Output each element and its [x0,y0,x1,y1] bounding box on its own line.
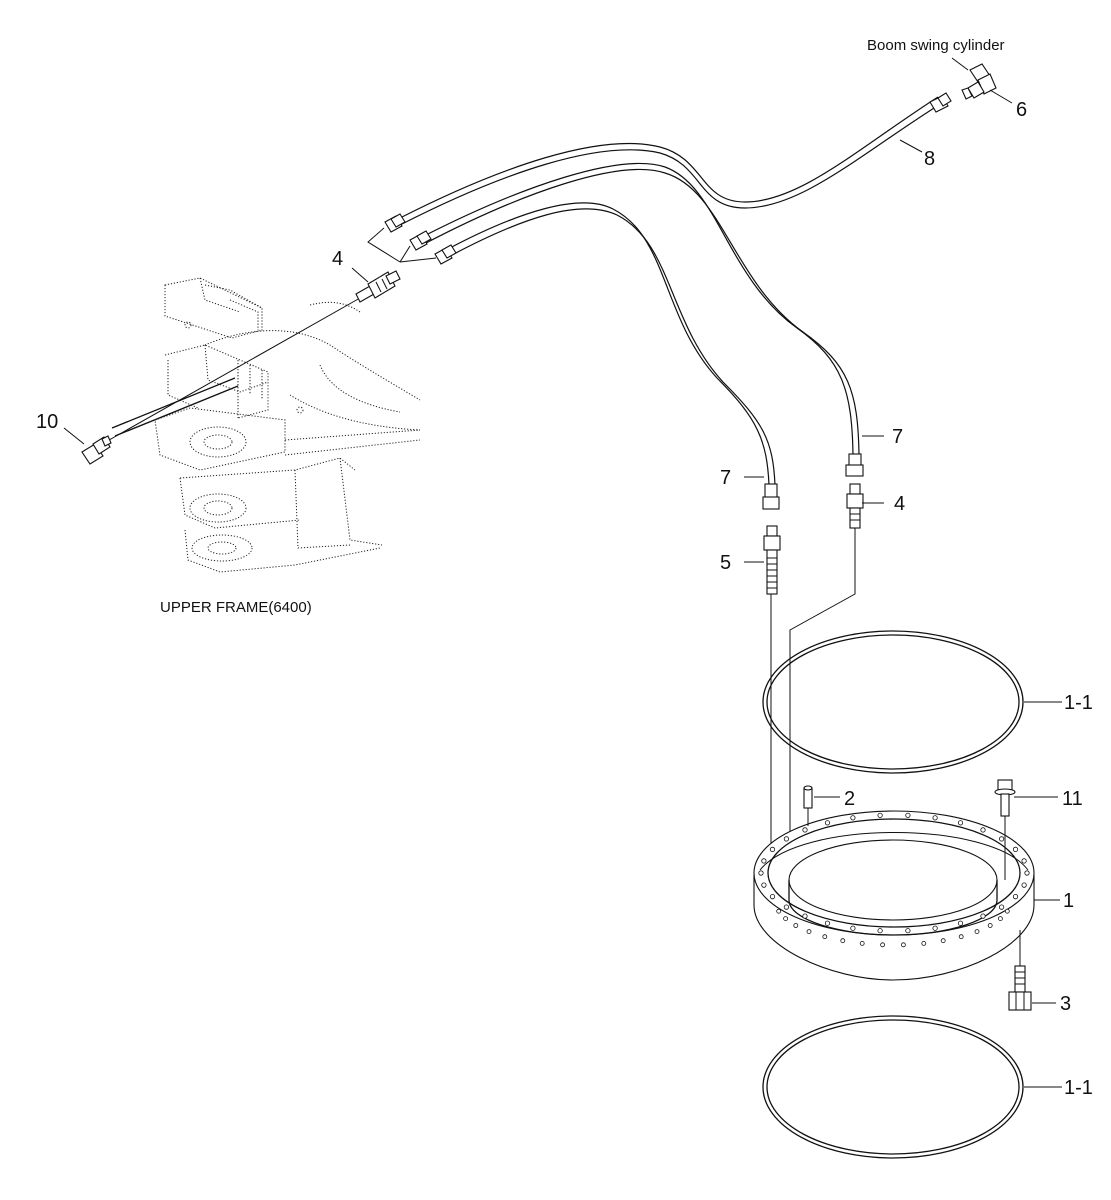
callout-6: 6 [1016,99,1027,121]
bolt-hole [802,827,808,833]
o-ring-top [762,630,1024,774]
bolt-hole [802,913,808,919]
callout-8: 8 [924,148,935,170]
swing-bearing [753,810,1035,981]
bolt-hole [859,941,865,946]
bolt-hole [958,934,964,940]
o-ring-bottom [762,1015,1024,1159]
upper-frame-label: UPPER FRAME(6400) [160,599,312,616]
adapter-fitting-4-right [846,483,864,529]
callout-7-right: 7 [892,426,903,448]
hose-8-end-fitting [929,92,952,113]
bolt-11 [994,779,1016,880]
bolt-hole [776,908,782,914]
bolt-hole [940,938,946,944]
bolt-hole [761,882,767,888]
leader-lines [63,57,1062,1088]
boom-swing-cylinder-label: Boom swing cylinder [867,37,1005,54]
upper-frame-drawing [154,277,421,573]
callout-1-1-bottom: 1-1 [1064,1077,1093,1099]
callout-2: 2 [844,788,855,810]
plug-10 [81,435,112,465]
callout-4-right: 4 [894,493,905,515]
callout-4-left: 4 [332,248,343,270]
callout-1-1-top: 1-1 [1064,692,1093,714]
callout-7-left: 7 [720,467,731,489]
adapter-fitting-5 [763,525,781,595]
bolt-hole [905,928,911,934]
bolt-hole [850,815,856,821]
callout-11: 11 [1062,788,1083,810]
bolt-3 [1008,930,1032,1011]
hose-7-left-fitting [762,483,780,510]
bolt-hole [974,929,980,934]
callout-1: 1 [1063,890,1074,912]
bolt-hole [880,942,885,948]
hose-7-right [421,162,860,456]
elbow-fitting-6 [961,63,997,100]
bolt-hole [806,929,812,934]
bolt-hole [932,815,938,821]
bolt-hole [850,925,856,931]
bolt-hole [957,920,964,926]
bolt-hole [921,941,927,946]
bolt-hole [1021,858,1027,864]
bolt-hole [824,920,831,926]
hose-7-left [447,202,776,486]
callout-3: 3 [1060,993,1071,1015]
bolt-hole [998,904,1005,910]
bolt-hole [980,827,986,833]
bolt-hole [1024,870,1030,876]
bolt-hole [901,942,906,948]
bolt-hole [783,836,790,842]
bolt-hole [980,913,986,919]
adapter-fitting-4-left [355,270,401,303]
bolt-hole [783,904,790,910]
bolt-hole [877,928,883,934]
bolt-hole [1021,882,1027,888]
bolt-hole [877,812,883,818]
leader-frame-line [94,297,361,449]
bolt-hole [769,893,776,900]
pin-2 [803,785,813,826]
bolt-hole [769,846,776,853]
bolt-hole [987,923,993,928]
bolt-hole [1012,893,1019,900]
bolt-hole [1012,846,1019,853]
bolt-hole [957,820,964,826]
bolt-hole [840,938,846,944]
callout-10: 10 [36,411,58,433]
hose-7-right-fitting [845,453,864,477]
bearing-bolt-holes [758,812,1030,948]
bolt-hole [793,923,799,928]
hose-fittings-top [384,213,457,265]
fitting-bracket [367,227,437,263]
bolt-hole [905,812,911,818]
bolt-hole [998,916,1003,921]
callout-5: 5 [720,552,731,574]
bolt-hole [824,820,831,826]
hose-8 [397,96,943,226]
bolt-hole [758,870,764,876]
bolt-hole [998,836,1005,842]
bolt-hole [822,934,828,940]
bolt-hole [761,858,767,864]
bolt-hole [783,916,788,921]
bolt-hole [1004,908,1010,914]
bolt-hole [932,925,938,931]
